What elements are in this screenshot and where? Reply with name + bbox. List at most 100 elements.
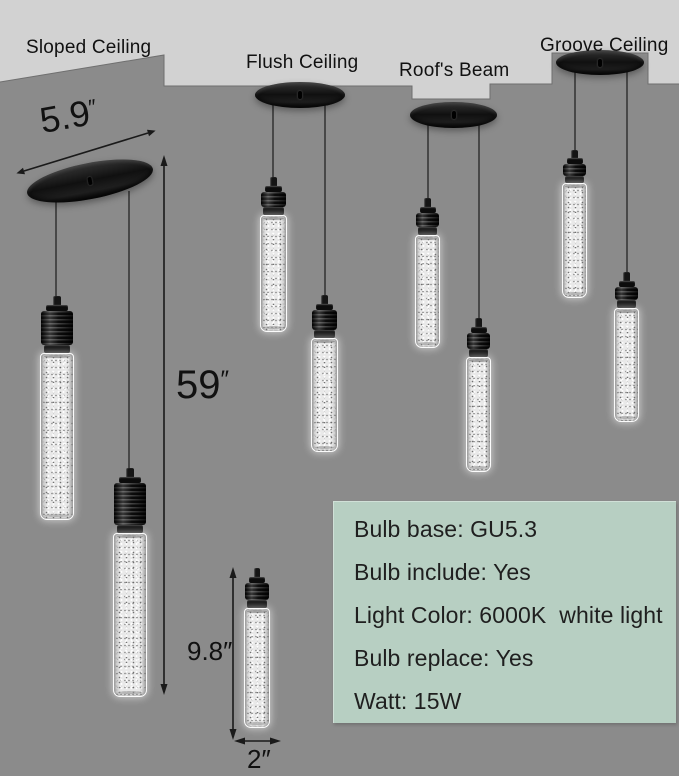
ceiling-shape — [0, 0, 679, 99]
inch-mark: ″ — [261, 744, 271, 774]
pendant-light — [415, 198, 440, 348]
pendant-socket — [415, 198, 440, 235]
crystal-glass-tube — [40, 353, 74, 520]
arrowhead — [160, 155, 168, 166]
dim-light-height: 9.8″ — [187, 636, 232, 667]
arrowhead — [147, 129, 156, 137]
canopy-groove-ceiling — [556, 50, 644, 75]
pendant-socket — [113, 468, 147, 533]
label-flush-ceiling: Flush Ceiling — [246, 52, 359, 73]
crystal-glass-tube — [113, 533, 147, 697]
socket-coil — [311, 310, 338, 330]
socket-cap — [46, 305, 68, 311]
socket-coil — [562, 163, 587, 176]
dim-value: 5.9 — [36, 91, 94, 142]
inch-mark: ″ — [223, 636, 233, 666]
label-roofs-beam: Roof's Beam — [399, 60, 510, 81]
pendant-socket — [40, 296, 74, 353]
spec-watt: Watt: 15W — [354, 688, 462, 714]
label-sloped-ceiling: Sloped Ceiling — [26, 37, 152, 58]
socket-coil — [260, 192, 287, 207]
arrow-lines — [16, 129, 281, 745]
spec-box: Bulb base: GU5.3 Bulb include: Yes Light… — [333, 501, 676, 723]
arrowhead — [270, 737, 281, 745]
socket-band — [44, 345, 70, 353]
label-groove-ceiling: Groove Ceiling — [540, 35, 669, 56]
ceiling-edge-line — [0, 52, 679, 100]
socket-band — [469, 349, 488, 357]
crystal-glass-tube — [614, 308, 639, 422]
pendant-socket — [562, 150, 587, 183]
spec-light-color: Light Color: 6000K white light — [354, 602, 663, 628]
canopy-flush-ceiling — [255, 82, 345, 108]
arrowhead — [234, 737, 245, 745]
pendant-light — [311, 295, 338, 452]
pendant-socket — [614, 272, 639, 308]
pendant-light — [260, 177, 287, 332]
socket-band — [247, 600, 267, 608]
inch-mark: ″ — [220, 366, 230, 394]
canopy-diameter-arrow — [23, 132, 149, 172]
socket-coil — [41, 311, 73, 345]
dim-value: 2 — [247, 744, 262, 774]
socket-band — [263, 207, 284, 215]
pendant-light — [614, 272, 639, 422]
socket-nipple — [424, 198, 431, 207]
socket-coil — [614, 287, 639, 300]
socket-nipple — [571, 150, 578, 159]
socket-band — [418, 227, 437, 235]
crystal-glass-tube — [260, 215, 287, 332]
dim-value: 9.8 — [187, 636, 224, 666]
socket-cap — [470, 327, 487, 333]
socket-band — [117, 525, 143, 533]
canopy-roofs-beam — [410, 102, 497, 128]
socket-nipple — [623, 272, 630, 281]
crystal-glass-tube — [466, 357, 491, 472]
crystal-glass-tube — [562, 183, 587, 298]
pendant-socket — [260, 177, 287, 215]
socket-nipple — [320, 295, 328, 304]
socket-cap — [566, 158, 583, 164]
arrowhead — [16, 167, 25, 175]
socket-cap — [315, 304, 334, 310]
pendant-light-reference — [244, 568, 270, 728]
socket-coil — [466, 333, 491, 349]
socket-nipple — [269, 177, 277, 186]
crystal-glass-tube — [415, 235, 440, 348]
socket-cap — [119, 477, 141, 483]
pendant-light — [466, 318, 491, 472]
arrowhead — [229, 567, 237, 578]
pendant-light — [40, 296, 74, 520]
pendant-socket — [311, 295, 338, 338]
dim-light-diameter: 2″ — [247, 744, 271, 775]
socket-band — [565, 175, 584, 183]
cord-lines — [55, 71, 628, 470]
socket-band — [314, 330, 335, 338]
socket-nipple — [125, 468, 135, 477]
socket-cap — [248, 577, 266, 583]
socket-nipple — [52, 296, 62, 305]
socket-band — [617, 300, 636, 308]
socket-coil — [114, 483, 146, 525]
pendant-socket — [244, 568, 270, 608]
socket-nipple — [253, 568, 261, 577]
spec-bulb-include: Bulb include: Yes — [354, 559, 531, 585]
socket-cap — [419, 207, 436, 213]
pendant-socket — [466, 318, 491, 357]
arrowhead — [229, 729, 237, 740]
socket-nipple — [475, 318, 482, 327]
spec-bulb-replace: Bulb replace: Yes — [354, 645, 534, 671]
dim-value: 59 — [176, 363, 221, 407]
socket-cap — [618, 281, 635, 287]
pendant-light — [113, 468, 147, 697]
socket-cap — [264, 186, 283, 192]
crystal-glass-tube — [244, 608, 270, 728]
spec-bulb-base: Bulb base: GU5.3 — [354, 516, 538, 542]
pendant-light — [562, 150, 587, 298]
socket-coil — [415, 213, 440, 227]
socket-coil — [244, 583, 270, 600]
dim-cord-length: 59″ — [176, 363, 229, 408]
